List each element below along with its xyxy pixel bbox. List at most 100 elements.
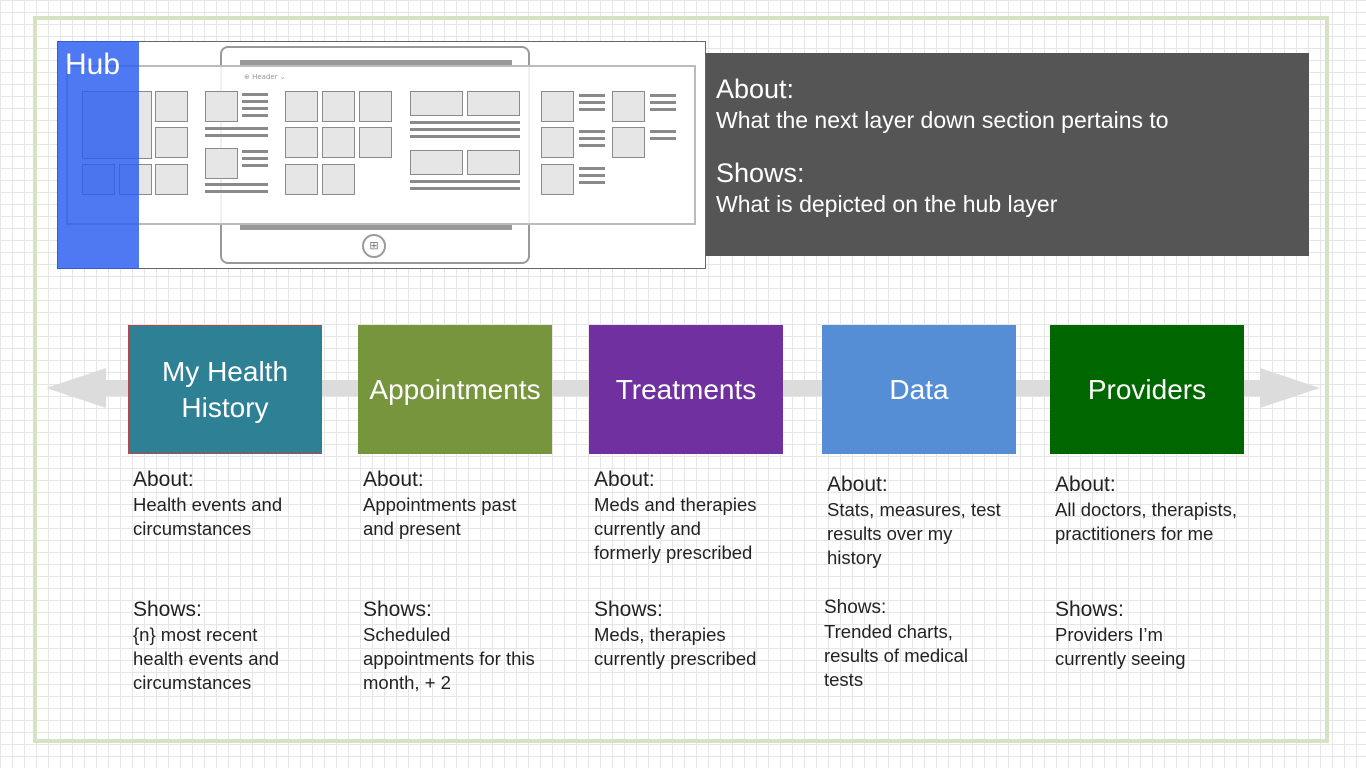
about-line: Appointments past	[363, 494, 517, 515]
tile	[410, 150, 463, 175]
text-line	[579, 101, 605, 104]
hub-label: Hub	[65, 48, 121, 81]
tile	[612, 127, 645, 158]
card-title: Data	[889, 373, 949, 405]
section-shows-data: Shows: Trended charts, results of medica…	[824, 596, 1044, 692]
text-line	[579, 94, 605, 97]
tile	[155, 127, 188, 158]
shows-heading: Shows:	[824, 597, 887, 618]
shows-line: results of medical	[824, 645, 968, 666]
outer-frame	[33, 16, 1329, 743]
card-title: Providers	[1087, 373, 1207, 405]
hub-shows-heading: Shows:	[716, 158, 805, 188]
hub-about-heading: About:	[716, 74, 795, 104]
section-shows-treatments: Shows: Meds, therapies currently prescri…	[594, 597, 814, 671]
tile	[322, 127, 355, 158]
about-heading: About:	[594, 468, 655, 491]
shows-heading: Shows:	[363, 598, 432, 621]
shows-line: appointments for this	[363, 648, 535, 669]
text-line	[205, 127, 268, 130]
shows-line: {n} most recent	[133, 624, 258, 645]
text-line	[650, 94, 676, 97]
hub-about-text: What the next layer down section pertain…	[716, 107, 1169, 133]
tile	[322, 91, 355, 122]
tablet-bottom-bar	[240, 224, 512, 230]
hub-info-box: About: What the next layer down section …	[706, 53, 1309, 256]
text-line	[650, 130, 676, 133]
section-about-providers: About: All doctors, therapists, practiti…	[1055, 472, 1295, 546]
about-line: Meds and therapies	[594, 494, 757, 515]
section-card-data[interactable]: Data	[822, 325, 1016, 454]
left-arrow-icon	[46, 368, 106, 408]
card-title: Appointments	[369, 373, 541, 405]
tile	[205, 148, 238, 179]
section-about-data: About: Stats, measures, test results ove…	[827, 472, 1047, 570]
shows-line: Providers I’m	[1055, 624, 1163, 645]
tile	[155, 91, 188, 122]
tile	[285, 91, 318, 122]
section-card-appointments[interactable]: Appointments	[358, 325, 552, 454]
about-line: circumstances	[133, 518, 252, 539]
hub-shows-text: What is depicted on the hub layer	[716, 191, 1058, 217]
about-heading: About:	[1055, 473, 1116, 496]
tile	[205, 91, 238, 122]
text-line	[242, 164, 268, 167]
section-card-treatments[interactable]: Treatments	[589, 325, 783, 454]
shows-line: month, + 2	[363, 672, 451, 693]
card-title-line: History	[181, 391, 269, 423]
about-line: and present	[363, 518, 461, 539]
text-line	[410, 121, 520, 124]
shows-line: currently seeing	[1055, 648, 1186, 669]
tile	[410, 91, 463, 116]
about-line: history	[827, 547, 882, 568]
about-line: practitioners for me	[1055, 523, 1214, 544]
about-line: results over my	[827, 523, 953, 544]
card-title: Treatments	[615, 373, 757, 405]
text-line	[650, 108, 676, 111]
shows-line: Meds, therapies	[594, 624, 726, 645]
text-line	[650, 101, 676, 104]
section-about-appointments: About: Appointments past and present	[363, 467, 583, 541]
about-line: Health events and	[133, 494, 283, 515]
tile	[285, 127, 318, 158]
shows-line: health events and	[133, 648, 280, 669]
shows-line: Scheduled	[363, 624, 451, 645]
section-shows-my-health-history: Shows: {n} most recent health events and…	[133, 597, 353, 695]
text-line	[410, 180, 520, 183]
about-line: formerly prescribed	[594, 542, 753, 563]
text-line	[242, 107, 268, 110]
about-heading: About:	[827, 473, 888, 496]
text-line	[242, 150, 268, 153]
section-about-my-health-history: About: Health events and circumstances	[133, 467, 353, 541]
tile	[541, 127, 574, 158]
text-line	[410, 187, 520, 190]
text-line	[650, 137, 676, 140]
text-line	[242, 157, 268, 160]
section-card-my-health-history[interactable]: My Health History	[128, 325, 322, 454]
right-arrow-icon	[1260, 368, 1320, 408]
about-line: Stats, measures, test	[827, 499, 1001, 520]
tile	[541, 91, 574, 122]
tile	[285, 164, 318, 195]
about-heading: About:	[363, 468, 424, 491]
section-shows-appointments: Shows: Scheduled appointments for this m…	[363, 597, 583, 695]
section-card-providers[interactable]: Providers	[1050, 325, 1244, 454]
text-line	[205, 134, 268, 137]
text-line	[579, 174, 605, 177]
about-line: All doctors, therapists,	[1055, 499, 1237, 520]
shows-heading: Shows:	[1055, 598, 1124, 621]
windows-logo-icon: ⊞	[362, 234, 386, 258]
text-line	[579, 130, 605, 133]
tile	[467, 91, 520, 116]
tile	[612, 91, 645, 122]
tile	[359, 91, 392, 122]
text-line	[242, 114, 268, 117]
text-line	[579, 167, 605, 170]
hub-highlight	[57, 41, 139, 269]
card-title-line: My Health	[161, 355, 289, 387]
shows-heading: Shows:	[594, 598, 663, 621]
text-line	[242, 100, 268, 103]
shows-line: Trended charts,	[824, 621, 953, 642]
text-line	[579, 137, 605, 140]
text-line	[579, 108, 605, 111]
